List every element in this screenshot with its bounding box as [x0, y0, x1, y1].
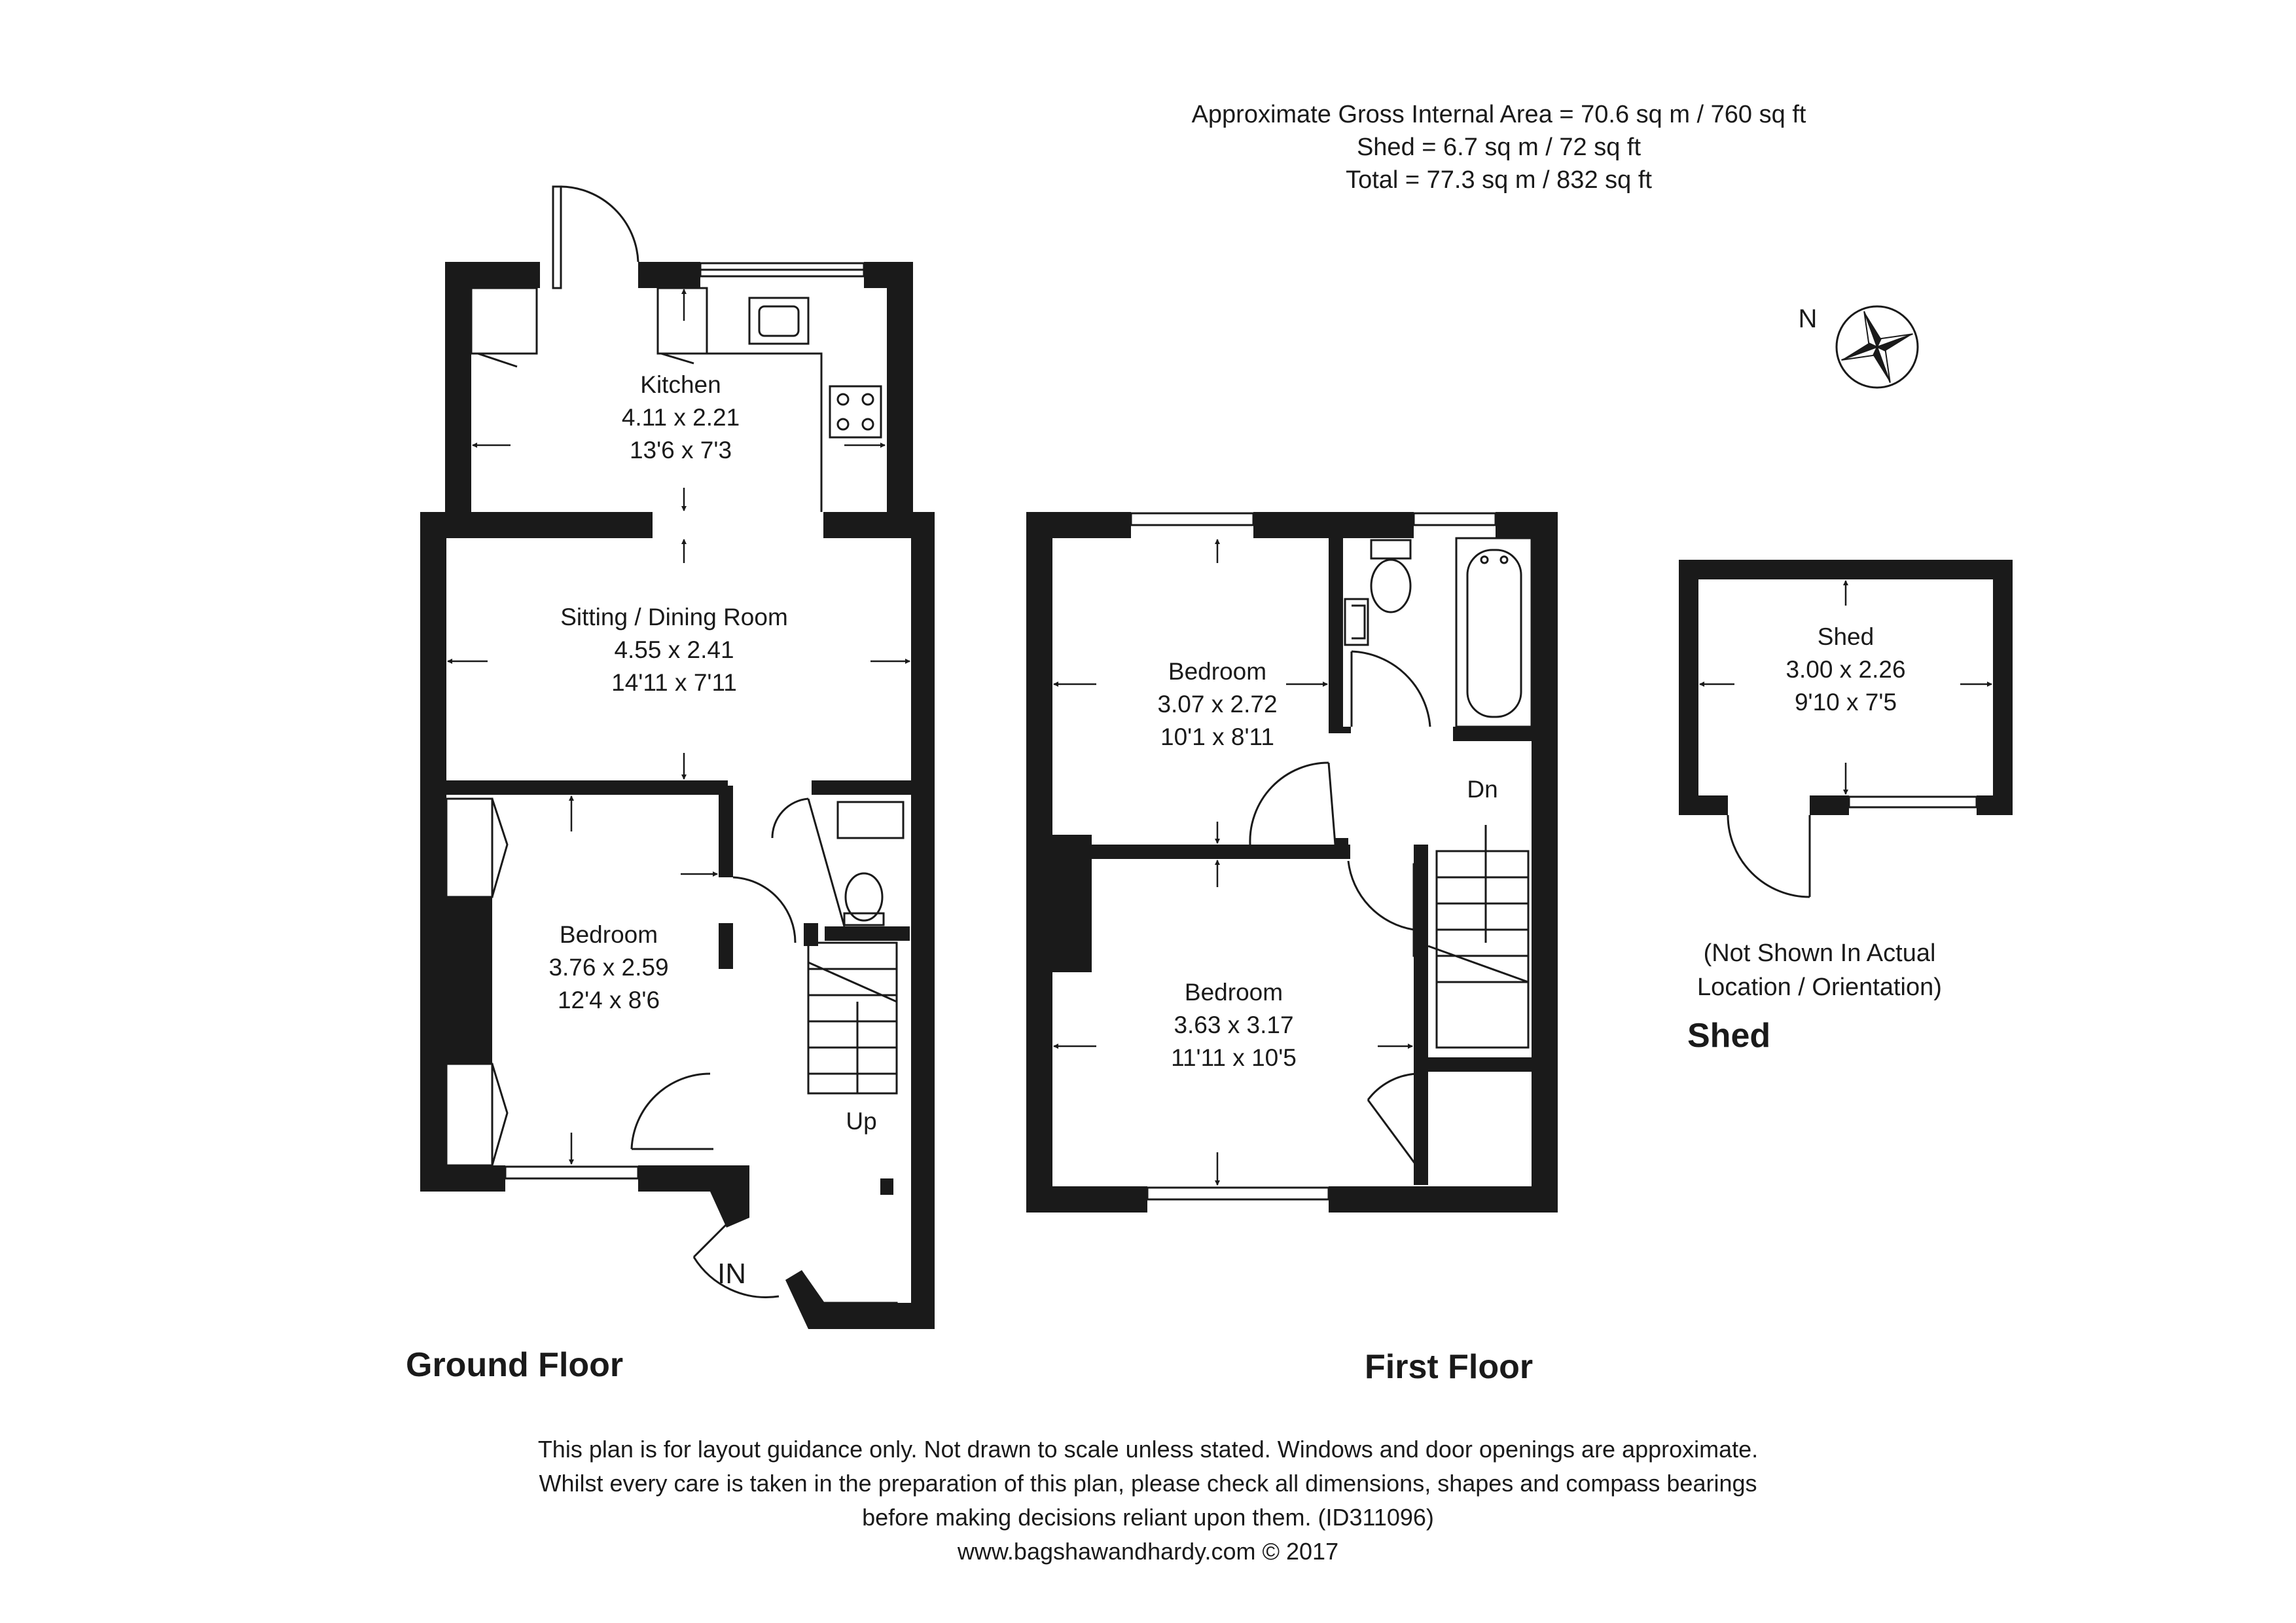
- ground-bedroom-name: Bedroom: [560, 921, 658, 948]
- gross-area: Approximate Gross Internal Area = 70.6 s…: [1191, 101, 1806, 128]
- entrance-label: IN: [717, 1258, 746, 1290]
- area-summary: Approximate Gross Internal Area = 70.6 s…: [988, 98, 2009, 196]
- kitchen-imperial: 13'6 x 7'3: [630, 437, 732, 464]
- shed-location-note: (Not Shown In Actual Location / Orientat…: [1662, 936, 1977, 1004]
- shed-dimension-arrows: [1699, 580, 1992, 795]
- ground-floor-room-labels: Kitchen 4.11 x 2.21 13'6 x 7'3 Sitting /…: [548, 371, 876, 1290]
- ground-floor-title: Ground Floor: [406, 1346, 624, 1384]
- disclaimer: This plan is for layout guidance only. N…: [363, 1432, 1933, 1569]
- shed-area: Shed = 6.7 sq m / 72 sq ft: [1356, 134, 1641, 161]
- first-floor-plan: [1026, 512, 1558, 1213]
- front-bedroom-name: Bedroom: [1185, 979, 1283, 1006]
- sitting-room-metric: 4.55 x 2.41: [614, 636, 734, 663]
- first-floor-room-labels: Bedroom 3.07 x 2.72 10'1 x 8'11 Bedroom …: [1157, 658, 1498, 1071]
- first-floor-title: First Floor: [1365, 1348, 1534, 1386]
- shed-linework: [1727, 795, 1978, 898]
- compass-icon: [1835, 305, 1919, 389]
- rear-bedroom-name: Bedroom: [1168, 658, 1266, 685]
- stairs-down-label: Dn: [1467, 776, 1498, 803]
- kitchen-name: Kitchen: [640, 371, 721, 398]
- shed-room-metric: 3.00 x 2.26: [1785, 656, 1905, 683]
- ground-floor-linework: [445, 185, 905, 1315]
- shed-room-labels: Shed 3.00 x 2.26 9'10 x 7'5: [1785, 623, 1905, 716]
- front-bedroom-metric: 3.63 x 3.17: [1174, 1012, 1293, 1038]
- shed-plan: [1679, 560, 2013, 815]
- website-link[interactable]: www.bagshawandhardy.com © 2017: [957, 1538, 1339, 1565]
- shed-room-imperial: 9'10 x 7'5: [1795, 689, 1897, 716]
- total-area: Total = 77.3 sq m / 832 sq ft: [1346, 166, 1652, 194]
- stairs-up-label: Up: [846, 1108, 876, 1135]
- disclaimer-line-1: This plan is for layout guidance only. N…: [537, 1436, 1759, 1463]
- first-floor-linework: [1130, 512, 1533, 1201]
- sitting-room-imperial: 14'11 x 7'11: [611, 669, 737, 696]
- disclaimer-line-3: before making decisions reliant upon the…: [862, 1504, 1434, 1531]
- compass-north-label: N: [1799, 304, 1818, 333]
- shed-note-line-2: Location / Orientation): [1697, 974, 1942, 1001]
- ground-floor-plan: [420, 262, 935, 1329]
- sitting-room-name: Sitting / Dining Room: [560, 604, 788, 630]
- ground-floor-dimension-arrows: [447, 289, 910, 1165]
- shed-note-line-1: (Not Shown In Actual: [1703, 939, 1936, 967]
- disclaimer-line-2: Whilst every care is taken in the prepar…: [539, 1470, 1757, 1497]
- front-bedroom-imperial: 11'11 x 10'5: [1171, 1044, 1297, 1071]
- rear-bedroom-metric: 3.07 x 2.72: [1157, 691, 1277, 718]
- first-floor-dimension-arrows: [1053, 539, 1413, 1186]
- ground-bedroom-imperial: 12'4 x 8'6: [558, 987, 660, 1013]
- shed-room-name: Shed: [1818, 623, 1874, 650]
- rear-bedroom-imperial: 10'1 x 8'11: [1160, 723, 1274, 750]
- ground-bedroom-metric: 3.76 x 2.59: [548, 954, 668, 981]
- shed-title: Shed: [1687, 1017, 1771, 1055]
- kitchen-metric: 4.11 x 2.21: [622, 404, 740, 431]
